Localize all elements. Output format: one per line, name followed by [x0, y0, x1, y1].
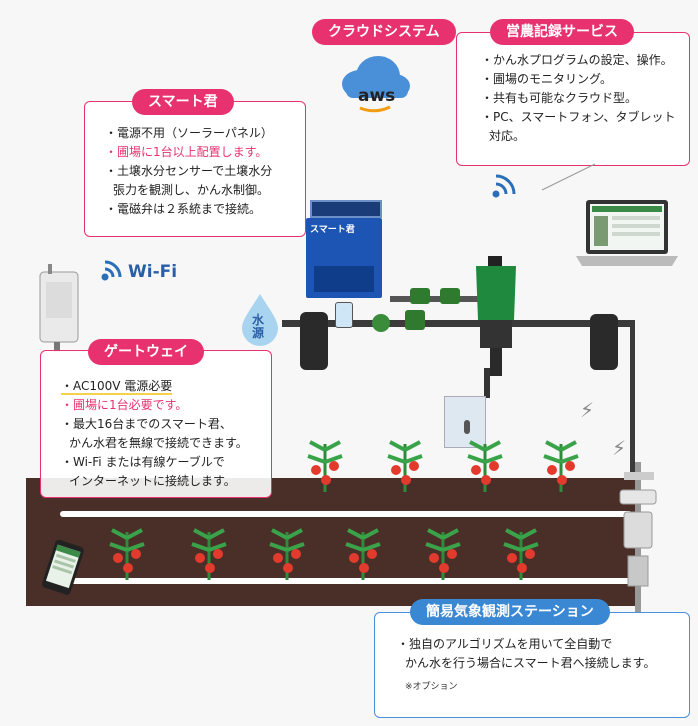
drip-hose-lower [60, 578, 632, 584]
farm-service-line: 対応。 [489, 129, 526, 143]
filter-left [300, 312, 328, 370]
weather-station-line: かん水を行う場合にスマート君へ接続します。 [405, 656, 656, 670]
smart-kun-line: ・圃場に1台以上配置します。 [105, 145, 268, 159]
gateway-power-text: ・AC100V 電源必要 [61, 379, 173, 395]
farm-service-line: ・かん水プログラムの設定、操作。 [481, 53, 673, 67]
valve-4 [440, 288, 460, 304]
signal-icon [490, 170, 520, 204]
smartphone-icon [38, 538, 86, 596]
connector-line [541, 163, 596, 191]
farm-service-line: ・圃場のモニタリング。 [481, 72, 613, 86]
weather-station-note: ※オプション [405, 682, 458, 692]
smart-kun-box: ・電源不用（ソーラーパネル） ・圃場に1台以上配置します。 ・土壌水分センサーで… [84, 101, 306, 237]
gateway-line: ・圃場に1台必要です。 [61, 398, 188, 412]
smart-kun-device: スマート君 [300, 200, 388, 304]
weather-station-line: ・独自のアルゴリズムを用いて全自動で [397, 637, 613, 651]
filter-right [590, 314, 618, 370]
lightning-icon: ⚡ [612, 436, 627, 460]
water-source-label: 水源 [252, 313, 265, 340]
water-drop-icon: 水源 [240, 292, 280, 346]
water-meter [335, 302, 353, 328]
dosing-pump [470, 256, 522, 376]
tomato-plant [104, 524, 150, 584]
gateway-line: ・Wi-Fi または有線ケーブルで [61, 455, 225, 469]
tomato-plant [382, 436, 428, 496]
tomato-plant [498, 524, 544, 584]
laptop-icon [572, 196, 682, 276]
wifi-icon [100, 258, 126, 286]
cloud-system-label: クラウドシステム [312, 19, 456, 45]
smart-kun-line: ・土壌水分センサーで土壌水分 [105, 164, 273, 178]
main-pipe [282, 320, 634, 327]
aws-logo-text: aws [358, 86, 396, 106]
tomato-plant [302, 436, 348, 496]
wifi-label: Wi-Fi [128, 262, 178, 282]
drip-hose-upper [60, 511, 632, 517]
farm-service-label: 営農記録サービス [490, 19, 634, 45]
lightning-icon: ⚡ [580, 398, 595, 422]
valve-3 [410, 288, 430, 304]
gateway-line: かん水君を無線で接続できます。 [69, 436, 248, 450]
farm-service-box: ・かん水プログラムの設定、操作。 ・圃場のモニタリング。 ・共有も可能なクラウド… [456, 32, 690, 166]
tomato-plant [420, 524, 466, 584]
tomato-plant [264, 524, 310, 584]
farm-service-line: ・PC、スマートフォン、タブレット [481, 110, 676, 124]
weather-station-label: 簡易気象観測ステーション [410, 599, 610, 625]
smart-kun-line: ・電磁弁は２系統まで接続。 [105, 202, 262, 216]
weather-station-box: ・独自のアルゴリズムを用いて全自動で かん水を行う場合にスマート君へ接続します。… [374, 612, 690, 718]
valve-1 [372, 314, 390, 332]
valve-2 [405, 310, 425, 330]
smart-kun-line: ・電源不用（ソーラーパネル） [105, 126, 273, 140]
smart-kun-line: 張力を観測し、かん水制御。 [113, 183, 270, 197]
smart-kun-label: スマート君 [132, 89, 234, 115]
gateway-line: ・AC100V 電源必要 [49, 377, 248, 396]
tomato-plant [340, 524, 386, 584]
tomato-plant [186, 524, 232, 584]
gateway-device [36, 262, 86, 354]
aws-cloud-icon: aws [338, 52, 412, 116]
gateway-line: ・最大16台までのスマート君、 [61, 417, 232, 431]
tomato-plant [462, 436, 508, 496]
sensor-cable [464, 420, 470, 434]
vertical-pipe [630, 320, 635, 588]
gateway-box: ・AC100V 電源必要 ・圃場に1台必要です。 ・最大16台までのスマート君、… [40, 350, 272, 498]
weather-station-device [612, 462, 664, 612]
smart-kun-device-text: スマート君 [310, 225, 355, 235]
farm-service-line: ・共有も可能なクラウド型。 [481, 91, 638, 105]
pump-hose [484, 368, 490, 398]
gateway-line: インターネットに接続します。 [69, 474, 236, 488]
tomato-plant [538, 436, 584, 496]
gateway-label: ゲートウェイ [88, 339, 204, 365]
